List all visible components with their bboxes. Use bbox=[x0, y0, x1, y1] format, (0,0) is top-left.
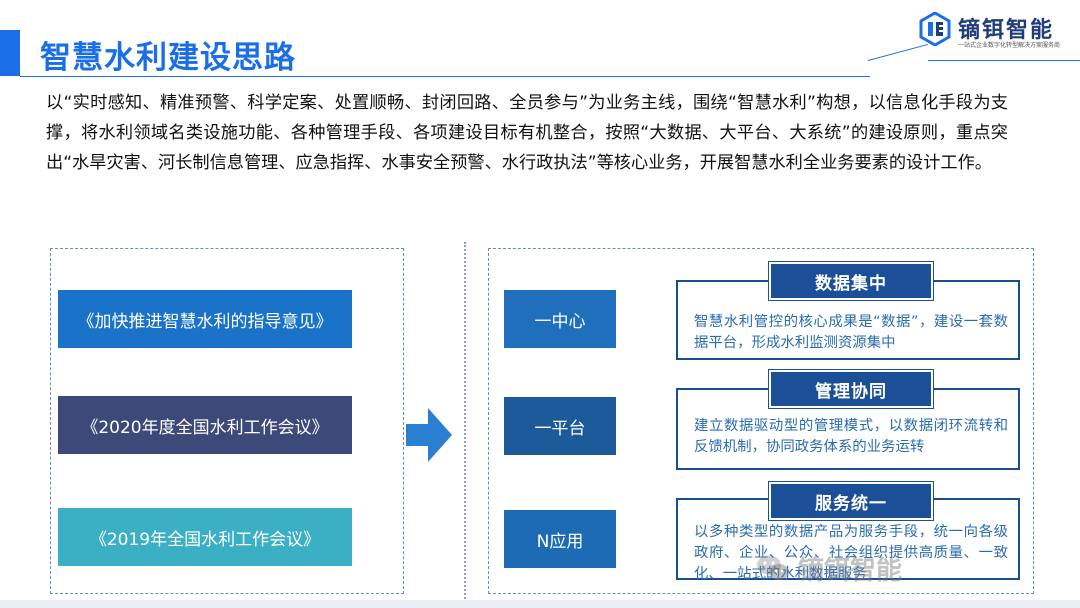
tag-service-unification: 服务统一 bbox=[769, 482, 933, 520]
detail-text: 智慧水利管控的核心成果是“数据”，建设一套数据平台，形成水利监测资源集中 bbox=[694, 314, 1008, 351]
footer-band bbox=[0, 600, 1080, 608]
pillar-platform: 一平台 bbox=[504, 397, 616, 455]
title-underline-right bbox=[928, 60, 1080, 61]
brand-name: 镝铒智能 bbox=[958, 18, 1055, 43]
pillar-center: 一中心 bbox=[504, 290, 616, 348]
section-divider bbox=[464, 242, 466, 602]
page-title: 智慧水利建设思路 bbox=[40, 40, 296, 76]
title-accent-bar bbox=[0, 30, 20, 76]
brand-logo-icon bbox=[919, 12, 951, 46]
brand-tagline: 一站式企业数字化转型解决方案服务商 bbox=[958, 42, 1061, 49]
tag-management-collaboration: 管理协同 bbox=[769, 370, 933, 408]
detail-box-service-unification: 以多种类型的数据产品为服务手段，统一向各级政府、企业、公众、社会组织提供高质量、… bbox=[676, 498, 1020, 582]
watermark: 镝铒智能 bbox=[756, 548, 1056, 588]
right-arrow-icon bbox=[406, 408, 452, 462]
intro-paragraph: 以“实时感知、精准预警、科学定案、处置顺畅、封闭回路、全员参与”为业务主线，围绕… bbox=[46, 93, 1008, 173]
detail-text: 以多种类型的数据产品为服务手段，统一向各级政府、企业、公众、社会组织提供高质量、… bbox=[694, 524, 1008, 582]
title-underline bbox=[20, 76, 870, 77]
detail-text: 建立数据驱动型的管理模式，以数据闭环流转和反馈机制，协同政务体系的业务运转 bbox=[694, 418, 1008, 455]
watermark-text: 镝铒智能 bbox=[798, 556, 903, 586]
policy-document-2: 《2020年度全国水利工作会议》 bbox=[58, 396, 352, 454]
framework-frame bbox=[488, 248, 1034, 594]
wechat-icon bbox=[757, 555, 789, 580]
policy-document-3: 《2019年全国水利工作会议》 bbox=[58, 508, 352, 566]
policy-document-1: 《加快推进智慧水利的指导意见》 bbox=[58, 290, 352, 348]
policy-documents-frame bbox=[50, 248, 404, 594]
detail-box-data-centralization: 智慧水利管控的核心成果是“数据”，建设一套数据平台，形成水利监测资源集中 bbox=[676, 280, 1020, 360]
brand-logo: 镝铒智能 一站式企业数字化转型解决方案服务商 bbox=[918, 10, 1078, 50]
tag-data-centralization: 数据集中 bbox=[769, 262, 933, 300]
pillar-applications: N应用 bbox=[504, 510, 616, 568]
